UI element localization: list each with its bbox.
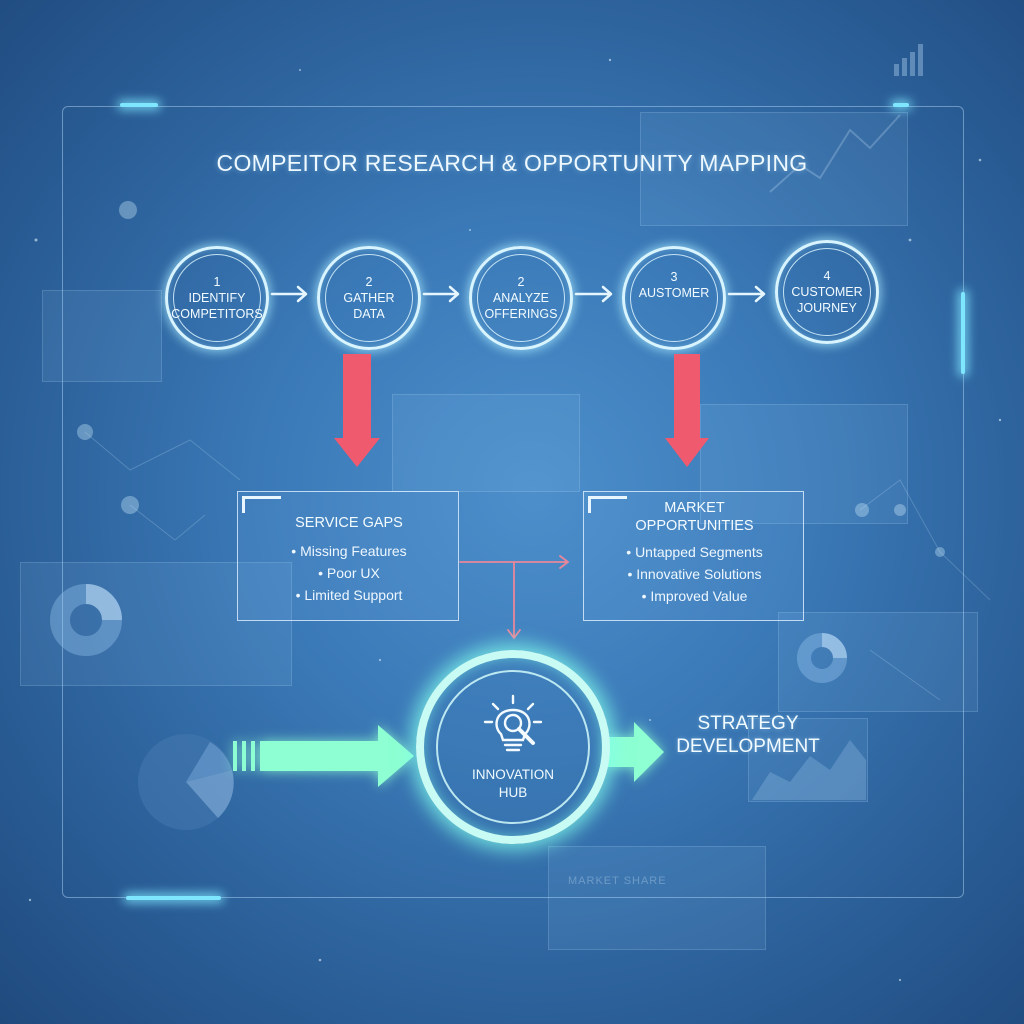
bg-panel-left-donut	[20, 562, 292, 686]
step-arrows	[270, 285, 766, 303]
service-gap-item: • Poor UX	[318, 565, 380, 581]
strategy-line1: STRATEGY	[697, 713, 799, 734]
innovation-hub: INNOVATION HUB	[416, 650, 610, 844]
service-gap-item: • Limited Support	[295, 587, 403, 603]
service-gaps-title: SERVICE GAPS	[295, 515, 403, 531]
step-label-line1: AUSTOMER	[638, 286, 710, 300]
frame-glow-top-left	[120, 103, 158, 107]
step-analyze-offerings: 2 ANALYZE OFFERINGS	[469, 246, 573, 350]
arrow-step2-to-step3	[422, 285, 460, 303]
arrow-step1-to-step2	[270, 285, 308, 303]
step-label-line1: IDENTIFY	[188, 291, 246, 305]
bg-donut-left	[50, 584, 122, 656]
network-lines	[84, 431, 991, 701]
step-label-line1: GATHER	[343, 291, 395, 305]
bg-area-chart	[752, 740, 866, 800]
red-down-arrow-left	[334, 354, 380, 467]
step-austomer: 3 AUSTOMER	[622, 246, 726, 350]
network-nodes	[77, 201, 945, 557]
service-gap-item: • Missing Features	[291, 543, 407, 559]
strategy-line2: DEVELOPMENT	[676, 736, 820, 757]
step-customer-journey: 4 CUSTOMER JOURNEY	[775, 240, 879, 344]
red-down-arrow-right	[665, 354, 709, 467]
step-inner-ring: 4 CUSTOMER JOURNEY	[783, 248, 871, 336]
step-identify-competitors: 1 IDENTIFY COMPETITORS	[165, 246, 269, 350]
step-number: 1	[213, 275, 221, 289]
market-opportunities-box: MARKET OPPORTUNITIES • Untapped Segments…	[583, 491, 804, 621]
arrow-step4-to-step5	[727, 285, 766, 303]
bg-panel-left-middle	[42, 290, 162, 382]
bg-market-share-label: MARKET SHARE	[568, 875, 667, 887]
market-opportunity-item: • Untapped Segments	[626, 544, 763, 560]
diagram-title: COMPEITOR RESEARCH & OPPORTUNITY MAPPING	[216, 150, 808, 176]
frame-glow-top-right	[893, 103, 909, 107]
step-label-line2: COMPETITORS	[171, 307, 263, 321]
lightbulb-magnifier-icon	[483, 694, 543, 752]
step-inner-ring: 2 ANALYZE OFFERINGS	[477, 254, 565, 342]
step-label-line2: JOURNEY	[797, 301, 857, 315]
box-corner-accent	[242, 496, 281, 513]
service-gaps-box: SERVICE GAPS • Missing Features • Poor U…	[237, 491, 459, 621]
green-input-arrow	[233, 725, 414, 787]
arrow-step3-to-step4	[574, 285, 613, 303]
bg-panel-bottom-right-chart	[748, 718, 868, 802]
bg-panel-center	[392, 394, 580, 492]
market-opportunities-title-line1: MARKET	[664, 500, 725, 516]
market-opportunity-item: • Improved Value	[641, 588, 748, 604]
bg-donut-right	[797, 633, 847, 683]
market-opportunity-item: • Innovative Solutions	[627, 566, 762, 582]
step-label-line1: ANALYZE	[492, 291, 550, 305]
market-opportunities-title-line2: OPPORTUNITIES	[635, 518, 754, 534]
frame-glow-bottom-left	[126, 896, 221, 900]
bg-panel-market-share	[548, 846, 766, 950]
bg-pie-chart	[138, 734, 234, 830]
step-number: 4	[823, 269, 831, 283]
step-inner-ring: 3 AUSTOMER	[630, 254, 718, 342]
step-label-line1: CUSTOMER	[791, 285, 863, 299]
frame-glow-right-side	[961, 292, 965, 374]
step-label-line2: OFFERINGS	[484, 307, 558, 321]
bar-chart-icon	[894, 44, 923, 76]
diagram-frame	[62, 106, 964, 898]
star-particles	[28, 58, 1002, 982]
step-number: 2	[517, 275, 525, 289]
bg-panel-world-map	[700, 404, 908, 524]
step-inner-ring: 2 GATHER DATA	[325, 254, 413, 342]
hub-label-line1: INNOVATION	[471, 767, 554, 782]
step-gather-data: 2 GATHER DATA	[317, 246, 421, 350]
step-inner-ring: 1 IDENTIFY COMPETITORS	[171, 254, 263, 342]
innovation-hub-inner-ring: INNOVATION HUB	[436, 670, 590, 824]
box-corner-accent	[588, 496, 627, 513]
bg-panel-right-donut	[778, 612, 978, 712]
step-label-line2: DATA	[353, 307, 385, 321]
step-number: 3	[670, 270, 678, 284]
green-output-arrow	[606, 722, 664, 782]
pink-connector	[459, 555, 570, 640]
bg-line-chart	[769, 114, 901, 193]
bg-panel-top-right	[640, 112, 908, 226]
hub-label-line2: HUB	[498, 785, 528, 800]
step-number: 2	[365, 275, 373, 289]
strategy-development-label: STRATEGY DEVELOPMENT	[668, 712, 828, 758]
